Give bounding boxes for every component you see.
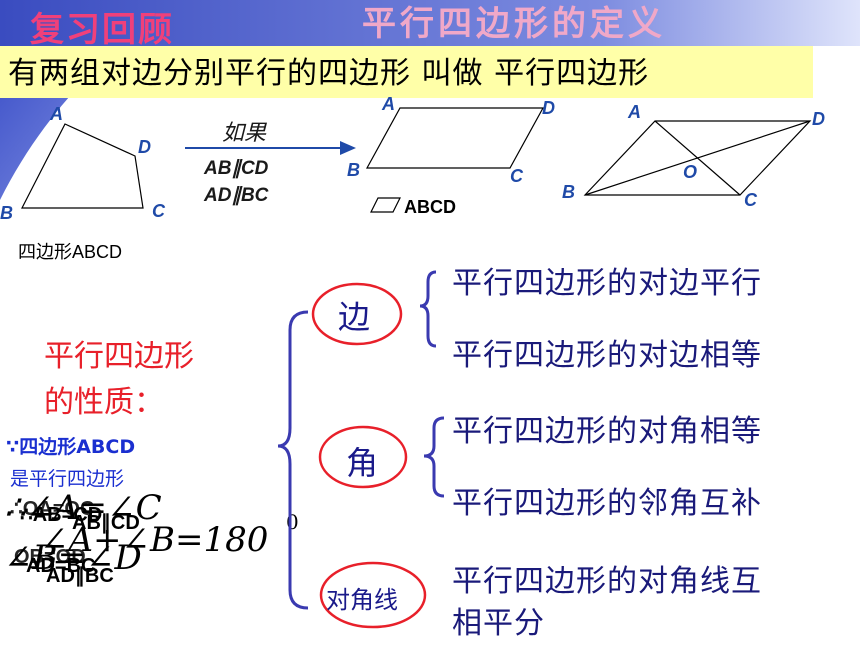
category-diagonals: 对角线 bbox=[326, 586, 398, 614]
diag-vertex-o: O bbox=[683, 162, 698, 182]
overlap-ob-eq-od: OB=OD bbox=[14, 546, 86, 568]
category-sides: 边 bbox=[338, 298, 371, 336]
property-angles-equal: 平行四边形的对角相等 bbox=[452, 414, 762, 449]
overlap-oa-eq-oc: ∴OA=OC bbox=[10, 498, 95, 520]
diag-vertex-b: B bbox=[562, 182, 575, 202]
overlap-ab-eq-cd: ∴AB=CD bbox=[20, 504, 103, 526]
para-caption: ABCD bbox=[404, 197, 456, 217]
big-brace bbox=[277, 310, 309, 610]
property-sides-parallel: 平行四边形的对边平行 bbox=[452, 266, 762, 301]
parallelogram-shape bbox=[365, 107, 545, 169]
circle-diagonals bbox=[319, 561, 427, 629]
bracket-graphics bbox=[277, 270, 445, 629]
brace-sides bbox=[419, 270, 437, 348]
diag-vertex-c: C bbox=[744, 190, 757, 210]
review-heading: 复习回顾 bbox=[30, 10, 174, 50]
para-vertex-c: C bbox=[510, 166, 523, 186]
properties-title-line2: 的性质： bbox=[44, 385, 164, 420]
definition-heading: 平行四边形的定义 bbox=[362, 4, 666, 44]
quad-vertex-c: C bbox=[152, 201, 165, 221]
brace-angles bbox=[423, 416, 445, 498]
given-line1: ∵四边形ABCD bbox=[6, 436, 136, 458]
parallelogram-symbol-icon bbox=[370, 197, 401, 213]
overlap-ad-eq-bc: AD=BC bbox=[26, 555, 96, 577]
figures bbox=[21, 107, 812, 213]
arrow-head bbox=[340, 141, 356, 155]
para-vertex-b: B bbox=[347, 160, 360, 180]
definition-bar bbox=[0, 46, 813, 98]
diagonal-bd bbox=[584, 120, 811, 196]
properties-title-line1: 平行四边形 bbox=[44, 339, 194, 374]
quadrilateral-shape bbox=[21, 123, 144, 209]
property-angles-supplementary: 平行四边形的邻角互补 bbox=[452, 486, 762, 521]
diag-vertex-a: A bbox=[628, 102, 641, 122]
property-diagonals-line1: 平行四边形的对角线互 bbox=[452, 564, 762, 599]
circle-angles bbox=[318, 425, 408, 489]
quad-caption: 四边形ABCD bbox=[18, 242, 123, 262]
property-sides-equal: 平行四边形的对边相等 bbox=[452, 338, 762, 373]
category-angles: 角 bbox=[346, 444, 379, 482]
overlap-ab-par-cd: AB∥CD bbox=[72, 512, 140, 534]
circle-sides bbox=[311, 282, 403, 346]
overlap-ad-par-bc: AD∥BC bbox=[46, 565, 114, 587]
arrow-if-label: 如果 bbox=[222, 121, 267, 146]
math-angle-a-eq-c: ∴∠A=∠C bbox=[4, 488, 162, 528]
diag-vertex-d: D bbox=[812, 109, 825, 129]
quad-vertex-b: B bbox=[0, 203, 13, 223]
quad-vertex-d: D bbox=[138, 137, 151, 157]
quad-vertex-a: A bbox=[50, 104, 63, 124]
given-line2: 是平行四边形 bbox=[10, 468, 125, 490]
condition-ab-cd: AB∥CD bbox=[204, 158, 269, 179]
math-angle-b-eq-d: ∠B=∠D bbox=[4, 538, 142, 578]
definition-text: 有两组对边分别平行的四边形 叫做 平行四边形 bbox=[8, 56, 650, 91]
math-angle-sum: ∠A+∠B=180 bbox=[40, 520, 269, 560]
para-vertex-a: A bbox=[382, 94, 395, 114]
property-diagonals-line2: 相平分 bbox=[452, 606, 545, 641]
para-vertex-d: D bbox=[542, 98, 555, 118]
condition-ad-bc: AD∥BC bbox=[204, 185, 269, 206]
